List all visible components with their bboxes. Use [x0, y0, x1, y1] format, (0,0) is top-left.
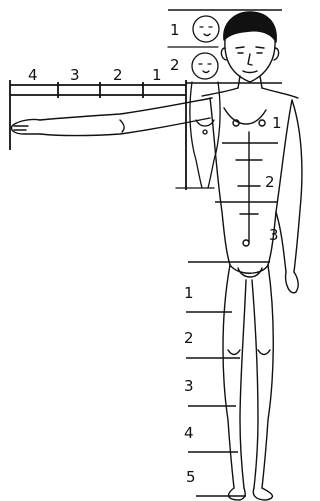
arm-marks: 4 3 2 1	[28, 66, 162, 84]
adult-feet	[229, 488, 273, 500]
leg-marks: 1 2 3 4 5	[184, 284, 196, 486]
arm-mark-1: 1	[152, 66, 162, 84]
leg-mark-1: 1	[184, 284, 194, 302]
head-mark-2: 2	[170, 56, 180, 74]
torso-mark-3: 3	[269, 226, 279, 244]
leg-mark-2: 2	[184, 329, 194, 347]
torso-mark-2: 2	[265, 173, 275, 191]
arm-lower-edge	[40, 118, 210, 136]
adult-left-leg	[223, 265, 246, 488]
infant-small-head	[192, 53, 218, 79]
leg-mark-5: 5	[186, 468, 196, 486]
head-mark-1: 1	[170, 21, 180, 39]
infant-large-head	[193, 16, 219, 42]
adult-head	[225, 40, 275, 82]
arm-mark-3: 3	[70, 66, 80, 84]
adult-hair	[224, 12, 276, 42]
torso-mark-1: 1	[272, 114, 282, 132]
adult-right-leg	[252, 265, 273, 488]
leg-mark-4: 4	[184, 424, 194, 442]
leg-mark-3: 3	[184, 377, 194, 395]
infant-body	[190, 82, 220, 188]
arm-mark-4: 4	[28, 66, 38, 84]
adult-figure	[202, 12, 302, 500]
outstretched-arm	[12, 98, 213, 136]
arm-mark-2: 2	[113, 66, 123, 84]
hand	[12, 119, 41, 134]
